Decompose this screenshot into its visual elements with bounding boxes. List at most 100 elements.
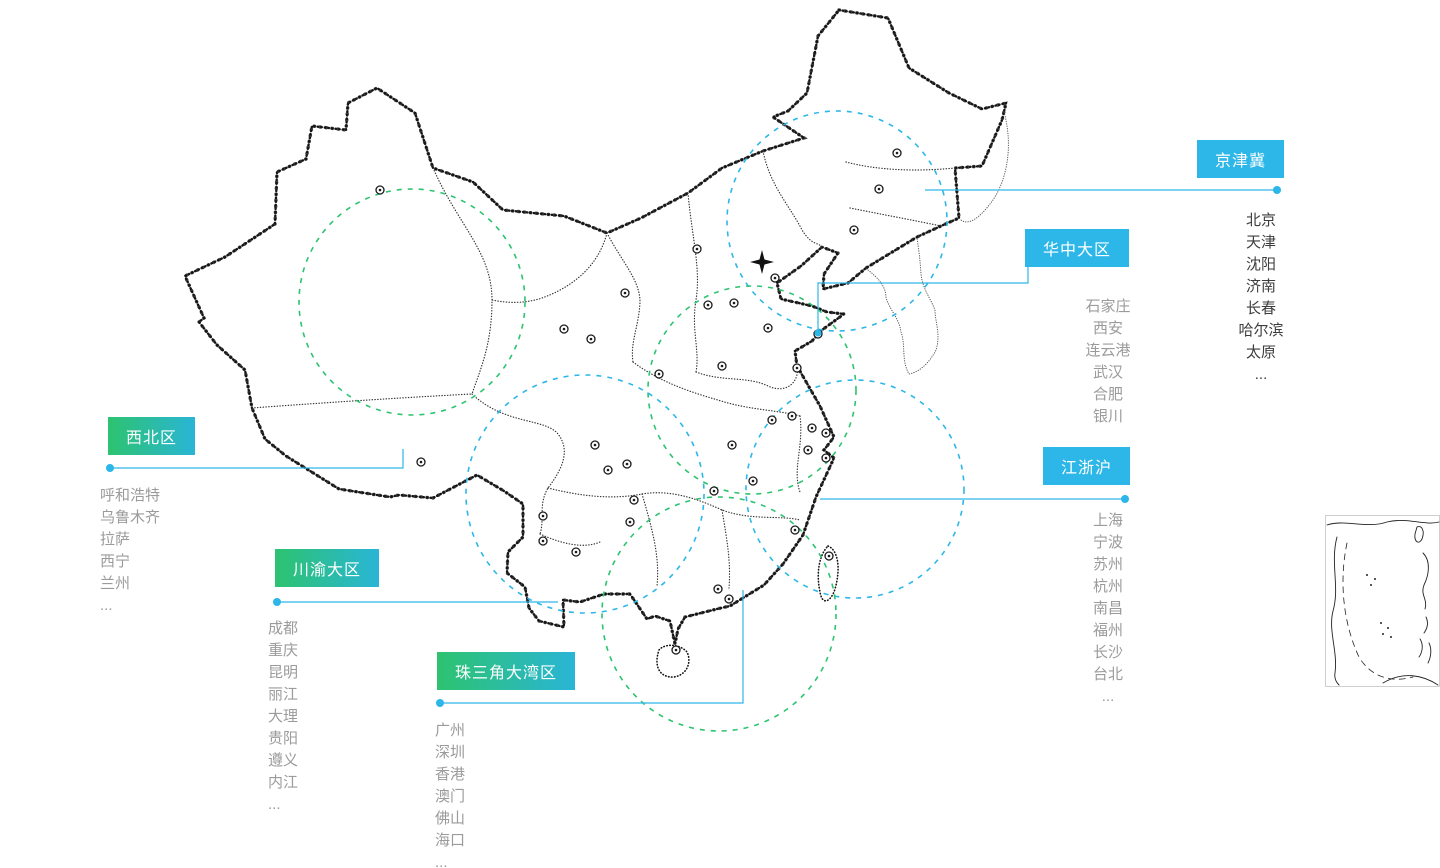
city-marker-icon (787, 411, 797, 421)
city-marker-icon (629, 495, 639, 505)
city-item: 丽江 (268, 686, 299, 703)
city-marker-icon (824, 551, 834, 561)
region-circles (298, 110, 965, 732)
region-circle-chuanyu (465, 374, 705, 614)
leader-dot-chuanyu (273, 598, 281, 606)
city-marker-icon (538, 511, 548, 521)
city-marker-icon (671, 645, 681, 655)
region-badge-jiangzhehu: 江浙沪 (1043, 447, 1131, 485)
city-item: 沈阳 (1245, 256, 1276, 273)
city-item: 重庆 (268, 642, 299, 659)
city-item: 澳门 (435, 788, 466, 805)
city-item: 海口 (435, 832, 466, 849)
city-marker-icon (538, 536, 548, 546)
city-marker-icon (849, 225, 859, 235)
city-item: 宁波 (1092, 534, 1123, 551)
city-item: 苏州 (1092, 556, 1123, 573)
city-marker-icon (770, 273, 780, 283)
city-marker-icon (620, 288, 630, 298)
city-item: 合肥 (1092, 386, 1123, 403)
region-badge-huazhong: 华中大区 (1025, 229, 1130, 267)
city-marker-icon (803, 445, 813, 455)
city-marker-icon (717, 361, 727, 371)
city-item: ... (268, 796, 281, 813)
city-marker-icon (821, 453, 831, 463)
city-list-jiangzhehu: 上海 宁波 苏州 杭州 南昌 福州 长沙 台北 ... (1048, 510, 1168, 708)
city-item: 深圳 (435, 744, 466, 761)
city-list-jingjinji: 北京 天津 沈阳 济南 长春 哈尔滨 太原 ... (1201, 210, 1321, 386)
province-borders (251, 150, 956, 589)
city-item: ... (1101, 688, 1115, 705)
city-marker-icon (767, 415, 777, 425)
city-item: 北京 (1245, 212, 1276, 229)
city-item: 哈尔滨 (1238, 322, 1284, 339)
beijing-star-icon (750, 250, 774, 274)
city-list-xibei: 呼和浩特 乌鲁木齐 拉萨 西宁 兰州 ... (100, 485, 160, 617)
city-item: 银川 (1092, 408, 1123, 425)
city-item: 拉萨 (100, 531, 131, 548)
city-marker-icon (724, 594, 734, 604)
city-item: 上海 (1092, 512, 1123, 529)
city-item: ... (100, 597, 113, 614)
city-item: 武汉 (1092, 364, 1123, 381)
leader-dot-xibei (106, 464, 114, 472)
city-item: 香港 (435, 766, 466, 783)
korea-outline (867, 237, 939, 375)
city-marker-icon (590, 440, 600, 450)
city-item: 佛山 (435, 810, 466, 827)
city-item: 长沙 (1092, 644, 1123, 661)
city-item: 福州 (1092, 622, 1123, 639)
city-marker-icon (807, 423, 817, 433)
city-item: ... (1254, 366, 1268, 383)
city-item: 呼和浩特 (100, 487, 161, 504)
city-marker-icon (763, 323, 773, 333)
city-marker-icon (375, 185, 385, 195)
city-item: 遵义 (268, 752, 299, 769)
city-item: 内江 (268, 774, 299, 791)
region-badge-jingjinji: 京津冀 (1197, 140, 1285, 178)
city-marker-icon (892, 148, 902, 158)
city-marker-icon (703, 300, 713, 310)
city-item: 南昌 (1092, 600, 1123, 617)
city-item: 长春 (1245, 300, 1276, 317)
city-item: 兰州 (100, 575, 131, 592)
city-item: 贵阳 (268, 730, 299, 747)
city-item: 天津 (1245, 234, 1276, 251)
leader-line-huazhong (817, 267, 1029, 333)
city-marker-icon (792, 363, 802, 373)
city-marker-icon (416, 457, 426, 467)
city-item: 杭州 (1092, 578, 1123, 595)
city-item: 广州 (435, 722, 466, 739)
taiwan-island (817, 545, 839, 602)
hainan-island (656, 644, 690, 678)
leader-dot-jingjinji (1273, 186, 1281, 194)
region-badge-zhusanjiao: 珠三角大湾区 (437, 652, 576, 690)
city-marker-icon (586, 334, 596, 344)
city-item: 连云港 (1085, 342, 1131, 359)
china-outline (182, 8, 1009, 645)
city-list-huazhong: 石家庄 西安 连云港 武汉 合肥 银川 (1048, 296, 1168, 428)
leader-dot-jiangzhehu (1121, 495, 1129, 503)
city-item: 台北 (1092, 666, 1123, 683)
city-list-chuanyu: 成都 重庆 昆明 丽江 大理 贵阳 遵义 内江 ... (268, 618, 298, 816)
city-marker-icon (692, 244, 702, 254)
city-item: 太原 (1245, 344, 1276, 361)
city-item: 济南 (1245, 278, 1276, 295)
neighbor-coastlines (867, 111, 1009, 375)
city-item: 石家庄 (1085, 298, 1131, 315)
region-badge-xibei: 西北区 (108, 417, 196, 455)
city-marker-icon (625, 517, 635, 527)
city-item: 昆明 (268, 664, 299, 681)
city-item: 成都 (268, 620, 299, 637)
russia-coast-outline (960, 111, 1009, 223)
region-circle-jiangzhehu (745, 379, 965, 599)
leader-line-xibei (110, 449, 404, 469)
leader-dot-huazhong (814, 329, 822, 337)
city-marker-icon (622, 459, 632, 469)
leader-line-zhusanjiao (440, 590, 744, 704)
region-circle-jingjinji (726, 110, 948, 332)
city-list-zhusanjiao: 广州 深圳 香港 澳门 佛山 海口 ... (435, 720, 465, 868)
city-marker-icon (709, 486, 719, 496)
city-marker-icon (727, 440, 737, 450)
